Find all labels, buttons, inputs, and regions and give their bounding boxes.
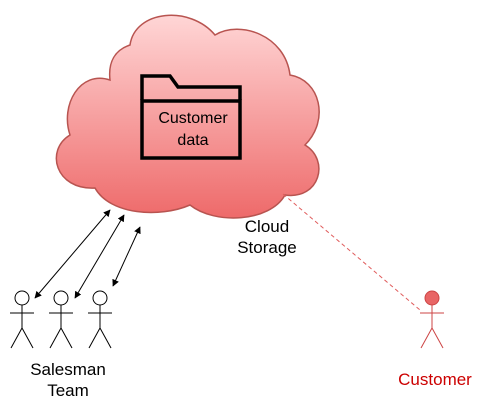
dashed-link-customer — [282, 193, 421, 311]
arrow-link-1 — [34, 209, 111, 299]
salesman-team-actors — [10, 290, 112, 349]
folder-label-line2: data — [177, 132, 209, 149]
arrow-link-3 — [112, 226, 141, 287]
cloud-label-line1: Cloud — [244, 217, 290, 236]
actor-icon — [10, 290, 34, 349]
folder-label-line1: Customer — [158, 110, 228, 127]
cloud-label-line2: Storage — [237, 238, 297, 257]
team-label: Salesman Team — [8, 359, 128, 401]
customer-actor-icon — [420, 290, 444, 349]
folder-icon — [140, 74, 242, 160]
team-label-line1: Salesman — [30, 360, 106, 379]
cloud-storage-shape — [55, 14, 320, 219]
team-label-line2: Team — [47, 381, 89, 400]
connection-arrows — [34, 209, 141, 299]
actor-icon — [88, 290, 112, 349]
actor-icon — [49, 290, 73, 349]
cloud-label: Cloud Storage — [222, 216, 312, 258]
customer-label: Customer — [398, 370, 472, 389]
folder-label: Customer data — [146, 108, 240, 152]
arrow-link-2 — [74, 214, 125, 299]
